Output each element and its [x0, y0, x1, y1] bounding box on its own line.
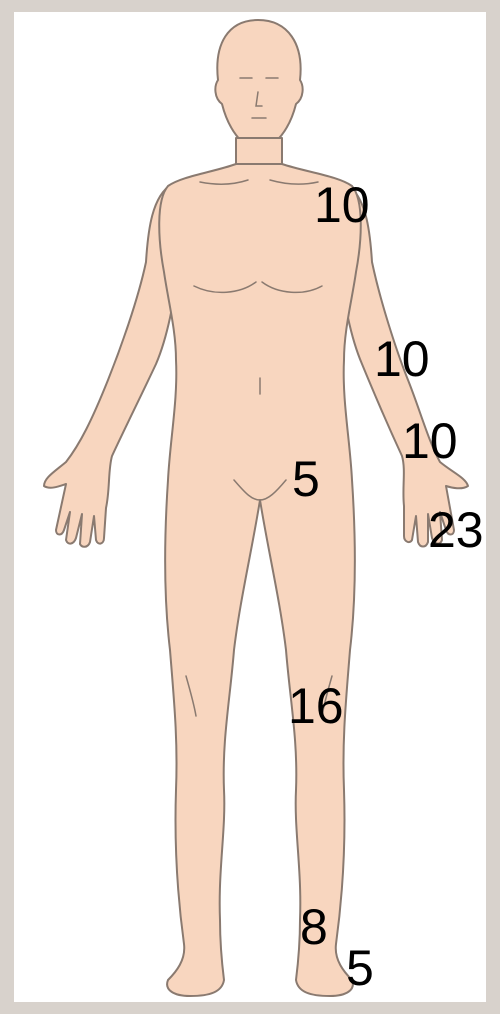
label-right-foot: 5 [346, 943, 374, 993]
label-right-hand: 23 [428, 505, 484, 555]
label-right-shoulder: 10 [314, 180, 370, 230]
torso-and-legs [159, 164, 361, 996]
label-right-ankle: 8 [300, 902, 328, 952]
label-right-upper-arm: 10 [374, 334, 430, 384]
label-right-knee: 16 [288, 681, 344, 731]
head [215, 20, 302, 150]
label-right-wrist: 10 [402, 416, 458, 466]
label-groin: 5 [292, 454, 320, 504]
left-arm [44, 184, 178, 547]
